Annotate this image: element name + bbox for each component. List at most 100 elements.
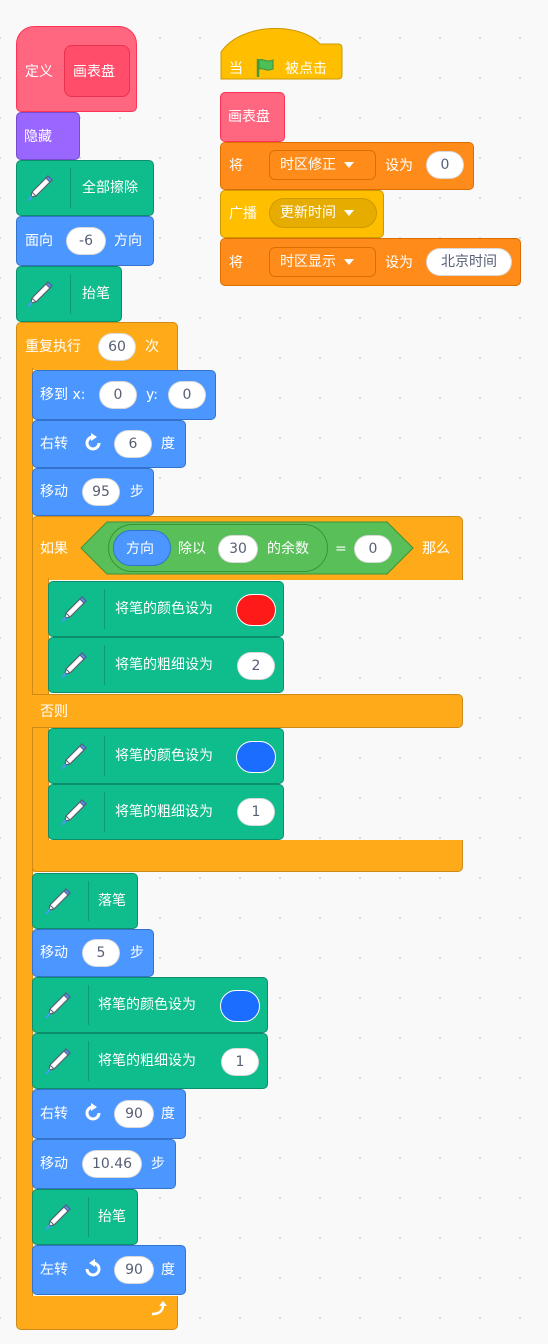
- move-suffix: 步: [130, 484, 144, 500]
- equals-sign: =: [335, 541, 347, 557]
- direction-input[interactable]: -6: [66, 227, 106, 255]
- direction-reporter[interactable]: [113, 530, 171, 566]
- pen-size-input[interactable]: 1: [237, 798, 275, 826]
- set-value-input[interactable]: 0: [426, 151, 464, 179]
- green-flag-icon: [256, 58, 274, 77]
- turn-right-suffix: 度: [161, 1106, 175, 1122]
- separator: [88, 1041, 89, 1081]
- pen-down-block[interactable]: [32, 873, 138, 929]
- set-to-label: 设为: [385, 255, 413, 271]
- variable-dropdown[interactable]: 时区修正: [269, 150, 376, 180]
- else-bar: [32, 694, 463, 728]
- if-else-footer: [32, 840, 463, 872]
- set-label: 将: [229, 255, 243, 271]
- move-steps-input[interactable]: 10.46: [82, 1150, 142, 1178]
- move-suffix: 步: [130, 945, 144, 961]
- goto-y-input[interactable]: 0: [168, 381, 206, 409]
- set-size-label: 将笔的粗细设为: [115, 657, 213, 673]
- variable-name: 时区修正: [280, 157, 336, 173]
- variable-name: 时区显示: [280, 254, 336, 270]
- move-steps-input[interactable]: 95: [82, 478, 120, 506]
- move-steps-block[interactable]: [32, 468, 154, 516]
- mod-label: 除以: [178, 541, 206, 557]
- separator: [104, 736, 105, 776]
- point-direction-label: 面向: [25, 233, 53, 249]
- pen-icon: [42, 1201, 74, 1233]
- set-color-label: 将笔的颜色设为: [115, 601, 213, 617]
- set-value-input[interactable]: 北京时间: [426, 248, 512, 276]
- move-label: 移动: [40, 484, 68, 500]
- rotate-left-icon: [85, 1259, 101, 1277]
- repeat-arm: [16, 368, 33, 1298]
- call-procedure-label: 画表盘: [228, 109, 270, 125]
- turn-right-label: 右转: [40, 1106, 68, 1122]
- turn-right-suffix: 度: [161, 436, 175, 452]
- when-label: 当: [229, 61, 243, 77]
- set-pen-color-block[interactable]: [48, 728, 284, 784]
- set-label: 将: [229, 158, 243, 174]
- turn-left-label: 左转: [40, 1262, 68, 1278]
- pen-icon: [58, 593, 90, 625]
- turn-right-block[interactable]: [32, 1089, 186, 1139]
- move-label: 移动: [40, 945, 68, 961]
- mod-suffix: 的余数: [267, 541, 309, 557]
- pen-up-label: 抬笔: [82, 286, 110, 302]
- broadcast-message-dropdown[interactable]: 更新时间: [269, 198, 377, 228]
- pen-up-block[interactable]: [16, 266, 122, 322]
- turn-right-block[interactable]: [32, 420, 186, 468]
- pen-up-label: 抬笔: [98, 1209, 126, 1225]
- pen-up-block[interactable]: [32, 1189, 138, 1245]
- goto-x-input[interactable]: 0: [99, 381, 137, 409]
- direction-suffix: 方向: [114, 233, 142, 249]
- then-label: 那么: [422, 541, 450, 557]
- clicked-label: 被点击: [285, 61, 327, 77]
- dropdown-arrow-icon: [344, 259, 354, 265]
- pen-size-input[interactable]: 2: [237, 652, 275, 680]
- pen-icon: [58, 649, 90, 681]
- turn-right-degrees-input[interactable]: 6: [114, 430, 152, 458]
- pen-icon: [24, 278, 56, 310]
- broadcast-message: 更新时间: [280, 205, 336, 221]
- separator: [88, 985, 89, 1025]
- mod-divisor-input[interactable]: 30: [218, 535, 258, 563]
- call-procedure-block[interactable]: [220, 92, 285, 142]
- define-proc-name: 画表盘: [73, 64, 115, 80]
- dropdown-arrow-icon: [344, 210, 354, 216]
- separator: [70, 168, 71, 208]
- move-steps-input[interactable]: 5: [82, 939, 120, 967]
- pen-icon: [58, 740, 90, 772]
- goto-label: 移到 x:: [40, 387, 86, 403]
- turn-left-block[interactable]: [32, 1245, 186, 1295]
- repeat-label: 重复执行: [25, 339, 81, 355]
- rotate-right-icon: [85, 1103, 101, 1121]
- repeat-footer: [16, 1296, 178, 1330]
- move-label: 移动: [40, 1156, 68, 1172]
- repeat-suffix: 次: [145, 339, 159, 355]
- set-color-label: 将笔的颜色设为: [115, 748, 213, 764]
- color-swatch-blue[interactable]: [236, 741, 276, 773]
- turn-left-degrees-input[interactable]: 90: [114, 1256, 154, 1284]
- pen-icon: [42, 885, 74, 917]
- set-size-label: 将笔的粗细设为: [98, 1053, 196, 1069]
- separator: [104, 792, 105, 832]
- separator: [70, 274, 71, 314]
- repeat-block[interactable]: [16, 322, 178, 370]
- color-swatch-red[interactable]: [236, 594, 276, 626]
- repeat-count-input[interactable]: 60: [98, 333, 136, 361]
- hide-block[interactable]: [16, 112, 80, 160]
- equals-value-input[interactable]: 0: [354, 535, 392, 563]
- set-color-label: 将笔的颜色设为: [98, 997, 196, 1013]
- turn-left-suffix: 度: [161, 1262, 175, 1278]
- pen-size-input[interactable]: 1: [221, 1048, 259, 1076]
- when-flag-clicked-hat[interactable]: [220, 28, 344, 80]
- color-swatch-blue[interactable]: [220, 990, 260, 1022]
- dropdown-arrow-icon: [344, 162, 354, 168]
- variable-dropdown[interactable]: 时区显示: [269, 247, 376, 277]
- turn-right-degrees-input[interactable]: 90: [114, 1100, 154, 1128]
- if-label: 如果: [40, 541, 68, 557]
- clear-label: 全部擦除: [82, 180, 138, 196]
- define-prototype[interactable]: [64, 45, 130, 97]
- pen-icon: [42, 989, 74, 1021]
- broadcast-label: 广播: [229, 206, 257, 222]
- separator: [104, 589, 105, 629]
